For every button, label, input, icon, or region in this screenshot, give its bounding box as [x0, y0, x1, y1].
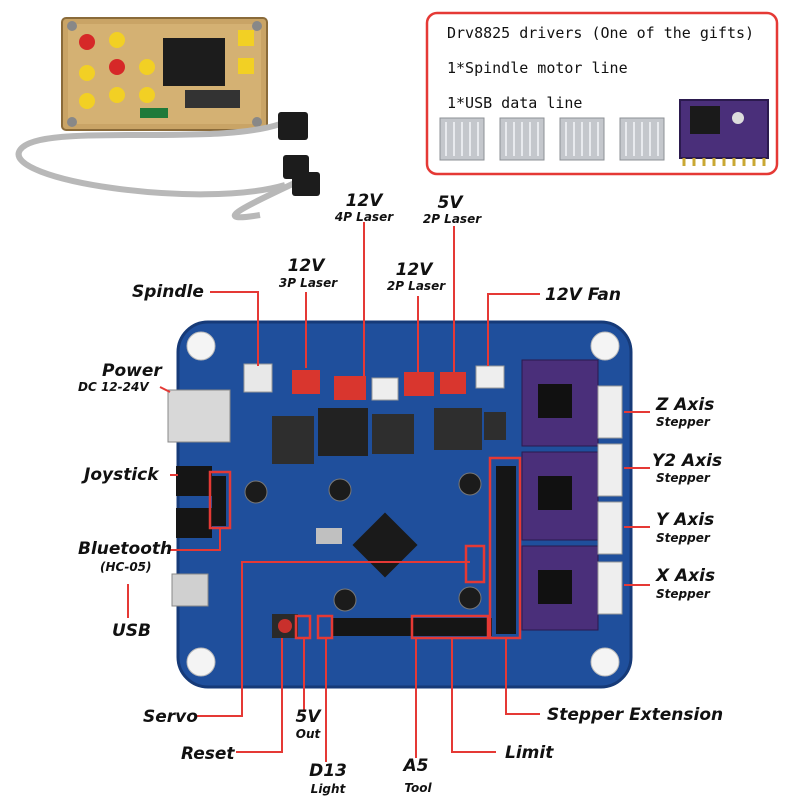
gift-line-usb: 1*USB data line [447, 94, 582, 112]
pcb-board [167, 320, 633, 689]
label-limit: Limit [505, 743, 554, 763]
label-5v-2p-laser-voltage: 5V [438, 193, 465, 213]
gift-box: Drv8825 drivers (One of the gifts) 1*Spi… [425, 11, 779, 176]
leader-lines [127, 222, 650, 762]
label-z-stepper: Stepper [656, 415, 711, 429]
heatsinks [439, 117, 665, 161]
label-x-stepper: Stepper [656, 587, 711, 601]
offline-controller [61, 17, 268, 131]
label-power-dc: DC 12-24V [78, 380, 150, 394]
drv8825-driver [679, 99, 769, 166]
label-z-axis: Z Axis [655, 395, 714, 415]
label-a5-tool: Tool [404, 781, 432, 795]
label-3p-laser: 3P Laser [279, 276, 338, 290]
label-stepper-extension: Stepper Extension [547, 705, 723, 725]
label-5v-2p-laser: 2P Laser [423, 212, 482, 226]
label-d13: D13 [309, 761, 347, 781]
label-4p-laser: 4P Laser [334, 210, 394, 224]
gift-line-drivers: Drv8825 drivers (One of the gifts) [447, 24, 754, 42]
label-x-axis: X Axis [655, 566, 715, 586]
label-spindle: Spindle [132, 282, 204, 302]
label-bluetooth-model: (HC-05) [100, 560, 152, 574]
label-servo: Servo [143, 707, 198, 727]
gift-line-spindle: 1*Spindle motor line [447, 59, 628, 77]
label-5v-out: Out [296, 727, 322, 741]
label-fan: 12V Fan [545, 285, 621, 305]
labels: 12V 4P Laser 5V 2P Laser 12V 3P Laser 12… [78, 191, 723, 796]
label-y2-stepper: Stepper [656, 471, 711, 485]
label-5v-out-voltage: 5V [296, 707, 323, 727]
label-3p-laser-voltage: 12V [288, 256, 327, 276]
label-12v-2p-laser-voltage: 12V [396, 260, 435, 280]
label-bluetooth: Bluetooth [78, 539, 172, 559]
label-reset: Reset [181, 744, 235, 764]
label-4p-laser-voltage: 12V [346, 191, 385, 211]
label-usb: USB [112, 621, 151, 641]
label-y-stepper: Stepper [656, 531, 711, 545]
ribbon-cable [15, 112, 320, 221]
label-y2-axis: Y2 Axis [652, 451, 722, 471]
label-y-axis: Y Axis [656, 510, 714, 530]
label-power: Power [102, 361, 163, 381]
label-d13-light: Light [311, 782, 347, 796]
label-joystick: Joystick [81, 465, 160, 485]
label-a5: A5 [402, 756, 429, 776]
label-12v-2p-laser: 2P Laser [387, 279, 446, 293]
